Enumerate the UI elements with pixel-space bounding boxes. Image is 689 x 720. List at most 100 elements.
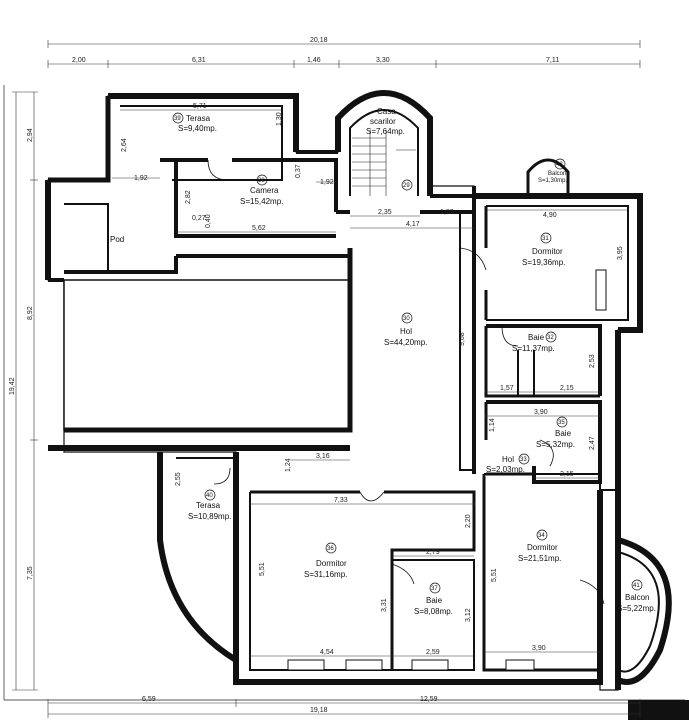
room-name: Baie xyxy=(426,596,443,605)
room-casa-scarilor: Casa scarilor S=7,64mp. 29 xyxy=(366,107,413,191)
room-name: Balcon xyxy=(548,171,566,177)
dim-dorm36-left: 5,51 xyxy=(259,562,266,576)
dim-camera-b: 0,40 xyxy=(205,214,212,228)
room-number: 42 xyxy=(556,162,563,168)
room-area: S=7,64mp. xyxy=(366,127,405,136)
bottom-dim-1: 6,59 xyxy=(142,696,156,703)
room-number: 35 xyxy=(558,420,565,426)
dim-dorm36-w: 7,33 xyxy=(334,497,348,504)
room-area: S=31,16mp. xyxy=(304,570,347,579)
top-dim-4: 3,30 xyxy=(376,57,390,64)
top-dimension-chain: 20,18 2,00 6,31 1,46 3,30 7,11 xyxy=(47,37,641,68)
room-area: S=9,40mp. xyxy=(178,124,217,133)
room-number: 34 xyxy=(538,533,545,539)
dim-terasa40-a: 1,24 xyxy=(285,458,292,472)
dim-baie32-b: 2,15 xyxy=(560,385,574,392)
dim-pod-top: 1,92 xyxy=(134,175,148,182)
dim-hall-182: 1,82 xyxy=(440,209,454,216)
room-balcon-41: 41 Balcon S=5,22mp. xyxy=(617,579,656,613)
left-lower-dimension: 7,35 xyxy=(27,566,34,580)
room-name: Baie xyxy=(555,429,572,438)
room-area: S=2,03mp. xyxy=(486,465,525,474)
dim-baie35-h: 2,47 xyxy=(589,436,596,450)
room-area: S=19,36mp. xyxy=(522,258,565,267)
room-area: S=15,42mp. xyxy=(240,197,283,206)
dim-camera-small: 0,37 xyxy=(295,164,302,178)
dim-dorm34-bottom: 3,90 xyxy=(532,645,546,652)
room-number: 33 xyxy=(520,457,527,463)
top-total-dimension: 20,18 xyxy=(310,37,328,44)
room-name: Dormitor xyxy=(532,247,563,256)
room-number: 38 xyxy=(258,178,265,184)
top-dim-3: 1,46 xyxy=(307,57,321,64)
bottom-dimension-chain: 6,59 12,59 19,18 xyxy=(47,696,641,718)
dim-baie37-left: 3,31 xyxy=(381,598,388,612)
dim-dorm31-height: 3,95 xyxy=(617,246,624,260)
room-name: Dormitor xyxy=(527,543,558,552)
room-area: S=1,30mp. xyxy=(538,178,568,184)
room-dormitor-36: 36 Dormitor S=31,16mp. xyxy=(304,542,347,579)
room-area: S=10,89mp. xyxy=(188,512,231,521)
dim-baie37-bottom: 2,59 xyxy=(426,649,440,656)
room-camera-38: 38 Camera S=15,42mp. xyxy=(240,174,283,206)
room-number: 32 xyxy=(547,335,554,341)
room-name-line2: scarilor xyxy=(370,117,396,126)
bottom-dim-2: 12,59 xyxy=(420,696,438,703)
room-balcon-42: 42 Balcon S=1,30mp. xyxy=(538,158,568,184)
room-dormitor-34: 34 Dormitor S=21,51mp. xyxy=(518,529,561,563)
room-area: S=44,20mp. xyxy=(384,338,427,347)
dim-dorm36-h: 2,20 xyxy=(465,514,472,528)
room-baie-37: 37 Baie S=8,08mp. xyxy=(414,582,453,616)
left-top-dimension: 2,94 xyxy=(27,128,34,142)
dim-baie37-right: 3,12 xyxy=(465,608,472,622)
room-number: 37 xyxy=(431,586,438,592)
room-number: 31 xyxy=(542,236,549,242)
dim-terasa40-b: 3,16 xyxy=(316,453,330,460)
room-terasa-39: 39 Terasa S=9,40mp. xyxy=(172,112,217,133)
dim-camera-a: 0,27 xyxy=(192,215,206,222)
room-area: S=5,22mp. xyxy=(617,604,656,613)
room-baie-35: 35 Baie S=5,32mp. xyxy=(536,416,575,449)
room-name: Terasa xyxy=(186,114,211,123)
dim-dorm36-bottom: 4,54 xyxy=(320,649,334,656)
left-dimension-chain: 19,42 8,92 7,35 2,94 xyxy=(9,91,38,691)
sheet-corner-mark xyxy=(628,700,689,720)
dim-camera-width: 5,62 xyxy=(252,225,266,232)
inner-dimensions: 5,71 1,30 2,64 1,92 1,92 0,37 2,82 0,27 … xyxy=(112,103,628,657)
room-baie-32: Baie 32 S=11,37mp. xyxy=(512,331,557,353)
room-terasa-40: 40 Terasa S=10,89mp. xyxy=(188,489,231,521)
walls xyxy=(45,90,672,691)
dim-terasa-height: 1,30 xyxy=(276,112,283,126)
room-name: Baie xyxy=(528,333,545,342)
dim-hall-417: 4,17 xyxy=(406,221,420,228)
dim-hall-height: 9,68 xyxy=(459,332,466,346)
room-name: Balcon xyxy=(625,593,649,602)
room-name: Hol xyxy=(400,327,412,336)
room-name: Camera xyxy=(250,186,279,195)
room-area: S=5,32mp. xyxy=(536,440,575,449)
room-name: Hol xyxy=(502,455,514,464)
dim-baie35-b: 2,15 xyxy=(560,471,574,478)
room-number: 29 xyxy=(403,183,410,189)
room-area: S=11,37mp. xyxy=(512,344,555,353)
room-number: 41 xyxy=(633,583,640,589)
room-hol-30: 30 Hol S=44,20mp. xyxy=(384,312,427,347)
dim-camera-left: 2,82 xyxy=(185,190,192,204)
top-dim-1: 2,00 xyxy=(72,57,86,64)
dim-hall-235: 2,35 xyxy=(378,209,392,216)
dim-camera-right: 1,92 xyxy=(320,179,334,186)
room-area: S=8,08mp. xyxy=(414,607,453,616)
room-dormitor-31: 31 Dormitor S=19,36mp. xyxy=(522,232,565,267)
dim-terasa-left: 2,64 xyxy=(121,138,128,152)
room-pod: Pod xyxy=(110,235,124,244)
top-dim-2: 6,31 xyxy=(192,57,206,64)
dim-dorm34-left: 5,51 xyxy=(491,568,498,582)
dim-terasa40-h: 2,55 xyxy=(175,472,182,486)
left-upper-dimension: 8,92 xyxy=(27,306,34,320)
room-number: 36 xyxy=(327,546,334,552)
room-name: Dormitor xyxy=(316,559,347,568)
dim-baie32-a: 1,57 xyxy=(500,385,514,392)
room-area: S=21,51mp. xyxy=(518,554,561,563)
room-hol-33: Hol 33 S=2,03mp. xyxy=(486,453,530,474)
